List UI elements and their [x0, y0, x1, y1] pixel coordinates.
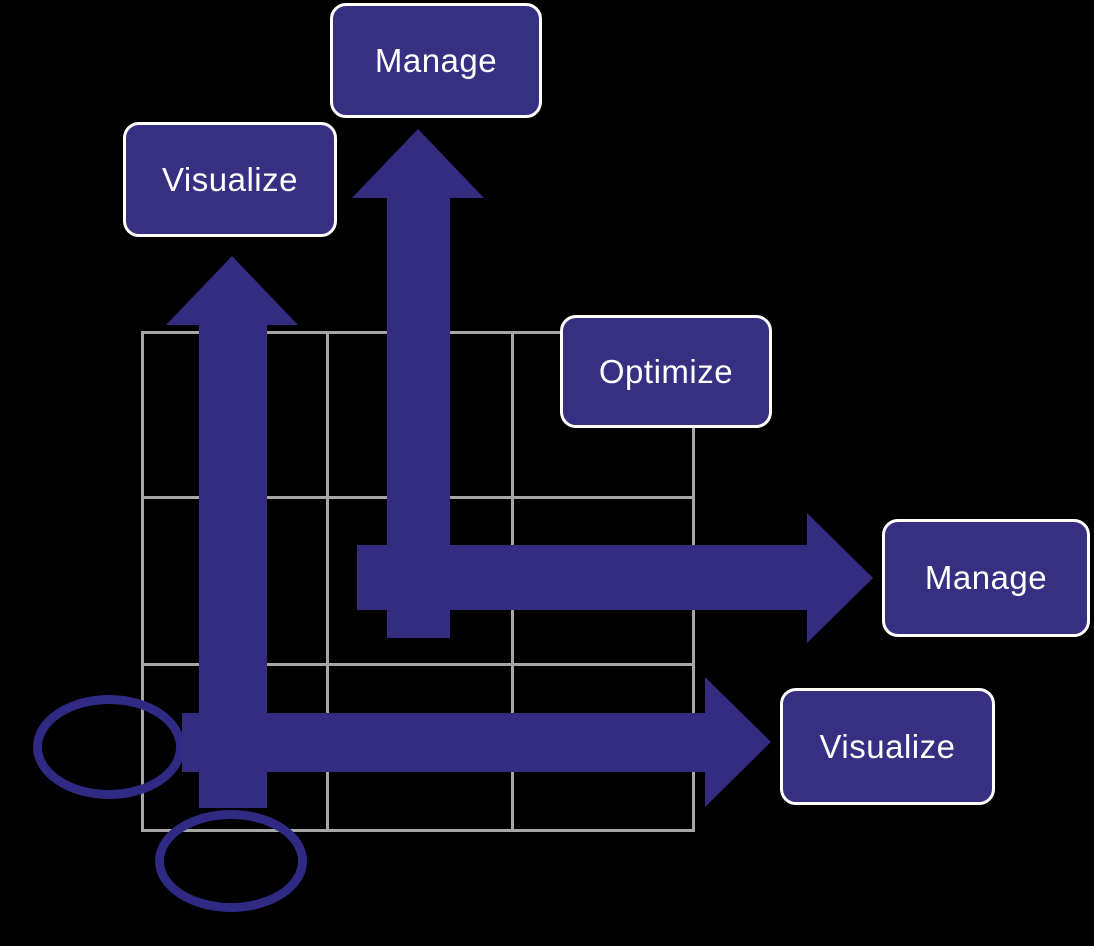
arrow-right-manage-head: [807, 513, 873, 643]
grid-line-horizontal-3: [141, 663, 695, 666]
grid-line-horizontal-4: [141, 829, 695, 832]
grid-line-vertical-1: [141, 331, 144, 832]
arrow-right-visualize-head: [705, 677, 771, 807]
box-optimize-label: Optimize: [598, 352, 734, 390]
arrow-up-visualize-head: [166, 256, 298, 325]
box-visualize-left-label: Visualize: [162, 160, 298, 198]
box-manage-right: Manage: [882, 519, 1090, 637]
box-manage-top: Manage: [330, 3, 542, 118]
ellipse-annotation-bottom: [155, 810, 307, 912]
arrow-up-manage-head: [352, 129, 484, 198]
box-visualize-right-label: Visualize: [819, 727, 956, 765]
box-optimize: Optimize: [560, 315, 772, 428]
box-visualize-right: Visualize: [780, 688, 995, 805]
arrow-right-manage-shaft: [357, 545, 809, 610]
box-manage-top-label: Manage: [374, 41, 498, 79]
box-manage-right-label: Manage: [924, 559, 1048, 596]
ellipse-annotation-left: [33, 695, 185, 799]
grid-line-vertical-2: [326, 331, 329, 832]
box-visualize-left: Visualize: [123, 122, 337, 237]
arrow-right-visualize-shaft: [182, 713, 707, 772]
